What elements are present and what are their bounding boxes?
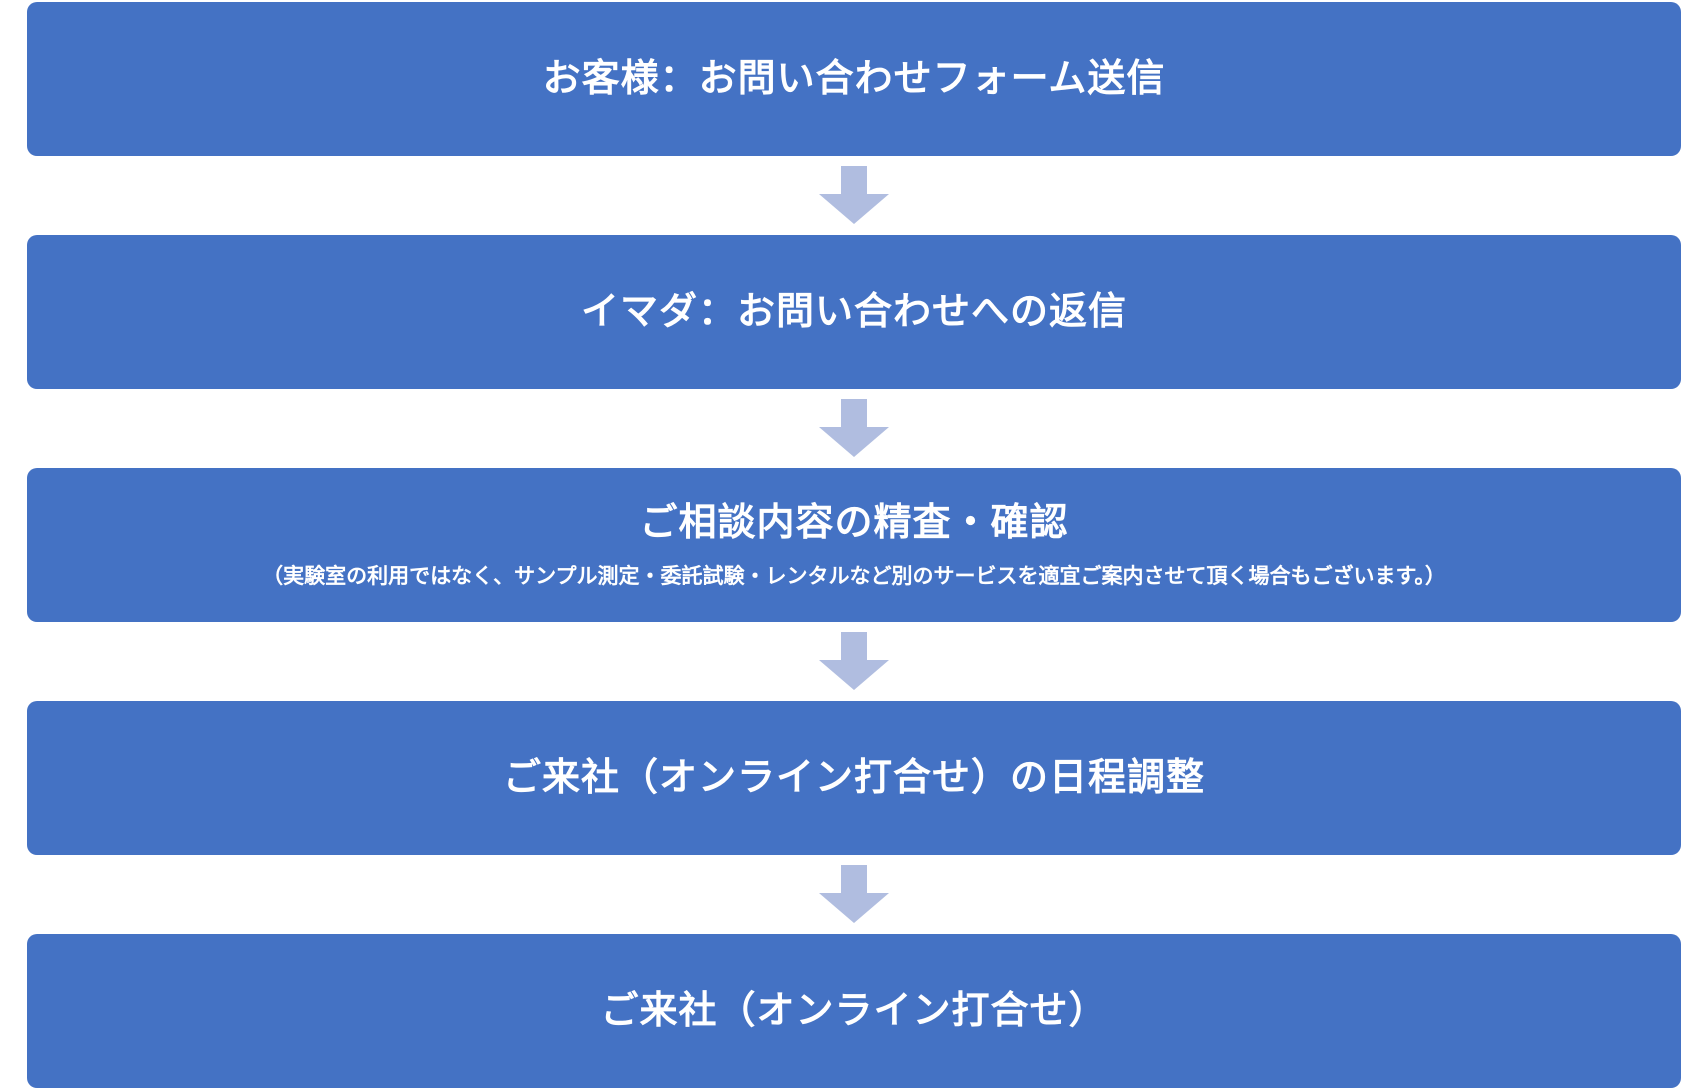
down-arrow-icon	[819, 166, 889, 224]
step-title: イマダ：お問い合わせへの返信	[580, 289, 1127, 334]
step-title: ご来社（オンライン打合せ）の日程調整	[502, 755, 1205, 800]
step-visit: ご来社（オンライン打合せ）	[27, 934, 1681, 1088]
step-title: ご相談内容の精査・確認	[639, 500, 1069, 545]
step-title: ご来社（オンライン打合せ）	[600, 988, 1108, 1033]
step-inquiry-form: お客様：お問い合わせフォーム送信	[27, 2, 1681, 156]
step-reply: イマダ：お問い合わせへの返信	[27, 235, 1681, 389]
step-review: ご相談内容の精査・確認 （実験室の利用ではなく、サンプル測定・委託試験・レンタル…	[27, 468, 1681, 622]
step-title: お客様：お問い合わせフォーム送信	[542, 56, 1166, 101]
step-note: （実験室の利用ではなく、サンプル測定・委託試験・レンタルなど別のサービスを適宜ご…	[262, 563, 1446, 588]
down-arrow-icon	[819, 865, 889, 923]
down-arrow-icon	[819, 632, 889, 690]
step-schedule: ご来社（オンライン打合せ）の日程調整	[27, 701, 1681, 855]
down-arrow-icon	[819, 399, 889, 457]
